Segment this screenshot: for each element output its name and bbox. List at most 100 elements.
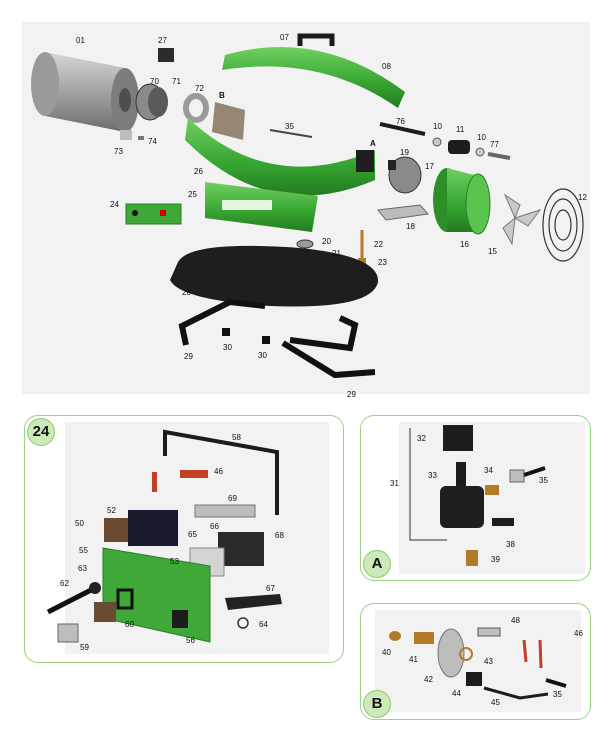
ignition-electrode-bracket <box>158 48 174 62</box>
label-01: 01 <box>76 36 85 45</box>
label-32: 32 <box>417 434 426 443</box>
label-63: 63 <box>78 564 87 573</box>
badge-a: A <box>363 550 391 578</box>
label-59: 59 <box>80 643 89 652</box>
inset-24-panel <box>24 415 344 663</box>
label-26: 26 <box>194 167 203 176</box>
label-46: 46 <box>214 467 223 476</box>
label-07: 07 <box>280 33 289 42</box>
fan-guard-grill <box>542 188 584 262</box>
label-65: 65 <box>188 530 197 539</box>
label-46b: 46 <box>574 629 583 638</box>
label-38: 38 <box>506 540 515 549</box>
label-62: 62 <box>60 579 69 588</box>
bracket-73 <box>120 130 132 140</box>
label-39: 39 <box>491 555 500 564</box>
inset-a-panel <box>360 415 591 581</box>
label-76: 76 <box>396 117 405 126</box>
fan-blade <box>502 193 542 246</box>
motor-bracket <box>377 204 429 221</box>
gasket-10 <box>432 137 442 147</box>
burner-head <box>135 83 168 121</box>
label-64: 64 <box>259 620 268 629</box>
label-53: 53 <box>170 557 179 566</box>
label-72: 72 <box>195 84 204 93</box>
fan-shroud-ring <box>433 168 491 235</box>
carry-handle <box>297 33 335 46</box>
upper-housing-shell <box>222 46 405 108</box>
label-40: 40 <box>382 648 391 657</box>
label-22: 22 <box>374 240 383 249</box>
label-29: 29 <box>184 352 193 361</box>
label-23: 23 <box>378 258 387 267</box>
label-18: 18 <box>406 222 415 231</box>
foot-30b <box>262 336 270 344</box>
tank-cap-20 <box>296 239 314 249</box>
label-67: 67 <box>266 584 275 593</box>
label-15: 15 <box>488 247 497 256</box>
label-48: 48 <box>511 616 520 625</box>
label-27: 27 <box>158 36 167 45</box>
lower-housing-shell <box>185 118 375 196</box>
label-34: 34 <box>484 466 493 475</box>
label-b: B <box>219 91 225 100</box>
label-55: 55 <box>79 546 88 555</box>
label-52: 52 <box>107 506 116 515</box>
label-35b: 35 <box>553 690 562 699</box>
label-35a: 35 <box>539 476 548 485</box>
label-42: 42 <box>424 675 433 684</box>
fan-motor <box>388 156 422 194</box>
fuel-hose <box>379 122 426 136</box>
label-66: 66 <box>210 522 219 531</box>
badge-24: 24 <box>27 418 55 446</box>
label-70: 70 <box>150 77 159 86</box>
main-exploded-drawing <box>31 33 584 379</box>
gasket-10b <box>475 147 485 157</box>
label-20: 20 <box>322 237 331 246</box>
label-45: 45 <box>491 698 500 707</box>
label-11: 11 <box>456 125 465 134</box>
label-69: 69 <box>228 494 237 503</box>
frame-leg-29c <box>281 340 376 379</box>
fitting-77 <box>487 152 511 160</box>
label-30: 30 <box>223 343 232 352</box>
label-30b: 30 <box>258 351 267 360</box>
label-44: 44 <box>452 689 461 698</box>
wiring-harness <box>212 102 245 140</box>
fuel-filter <box>448 140 470 154</box>
label-31: 31 <box>390 479 399 488</box>
control-box-24 <box>125 203 182 225</box>
label-50: 50 <box>75 519 84 528</box>
label-68: 68 <box>275 531 284 540</box>
label-74: 74 <box>148 137 157 146</box>
foot-30 <box>222 328 230 336</box>
label-73: 73 <box>114 147 123 156</box>
label-08: 08 <box>382 62 391 71</box>
cable-35 <box>269 129 313 138</box>
label-43: 43 <box>484 657 493 666</box>
label-25: 25 <box>188 190 197 199</box>
label-28: 28 <box>182 288 191 297</box>
label-10: 10 <box>433 122 442 131</box>
label-12: 12 <box>578 193 587 202</box>
label-a: A <box>370 139 376 148</box>
label-56: 56 <box>186 636 195 645</box>
label-24: 24 <box>110 200 119 209</box>
screw-74 <box>138 136 144 140</box>
label-17: 17 <box>425 162 434 171</box>
frame-leg-29b <box>289 315 359 352</box>
combustion-chamber-cylinder <box>31 52 139 132</box>
inset-b-panel <box>360 603 591 720</box>
label-29b: 29 <box>347 390 356 399</box>
label-16: 16 <box>460 240 469 249</box>
label-35: 35 <box>285 122 294 131</box>
label-58: 58 <box>232 433 241 442</box>
tray-window <box>222 200 272 210</box>
fuel-tank <box>170 245 379 307</box>
label-10b: 10 <box>477 133 486 142</box>
label-19: 19 <box>400 148 409 157</box>
label-77: 77 <box>490 140 499 149</box>
label-21: 21 <box>332 249 341 258</box>
label-60: 60 <box>125 620 134 629</box>
badge-b: B <box>363 690 391 718</box>
